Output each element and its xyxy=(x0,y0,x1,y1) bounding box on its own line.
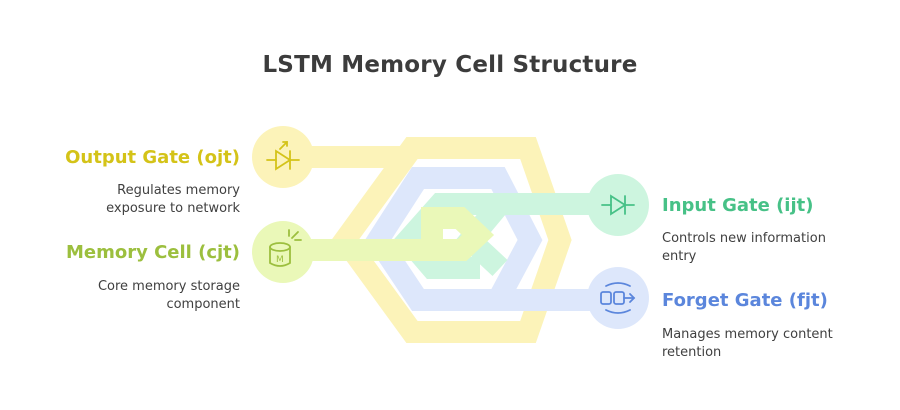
input-gate-inner xyxy=(440,193,524,277)
description-line: component xyxy=(166,297,240,312)
input-gate-icon xyxy=(601,194,635,216)
description-line: Manages memory content xyxy=(662,327,833,342)
output-gate-circle xyxy=(252,126,314,188)
memory-cell-circle xyxy=(252,221,314,283)
input-gate-description: Controls new information entry xyxy=(662,230,882,266)
description-line: retention xyxy=(662,345,722,360)
input-gate-circle xyxy=(587,174,649,236)
output-gate-description: Regulates memory exposure to network xyxy=(40,182,240,218)
forget-connector xyxy=(430,289,620,311)
input-gate-label: Input Gate (ijt) xyxy=(662,195,814,216)
output-gate-label: Output Gate (ojt) xyxy=(65,147,240,168)
forget-gate-label: Forget Gate (fjt) xyxy=(662,290,828,311)
description-line: Core memory storage xyxy=(97,279,240,294)
description-line: Controls new information xyxy=(662,231,826,246)
forget-gate-icon xyxy=(600,282,636,314)
forget-gate-circle xyxy=(587,267,649,329)
output-connector xyxy=(285,146,403,168)
memory-cell-icon: M xyxy=(269,229,302,267)
svg-text:M: M xyxy=(276,255,284,265)
forget-gate-description: Manages memory content retention xyxy=(662,326,882,362)
description-line: exposure to network xyxy=(106,201,240,216)
memory-cell-description: Core memory storage component xyxy=(40,278,240,314)
description-line: entry xyxy=(662,249,697,264)
memory-cell-label: Memory Cell (cjt) xyxy=(65,242,240,263)
description-line: Regulates memory xyxy=(117,183,240,198)
memory-cell-path xyxy=(285,207,495,261)
output-gate-icon xyxy=(266,141,300,171)
diagram-title: LSTM Memory Cell Structure xyxy=(262,52,638,78)
